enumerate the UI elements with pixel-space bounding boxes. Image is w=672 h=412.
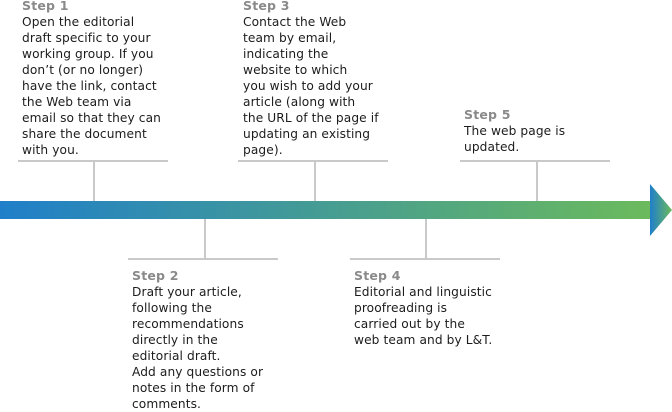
step-1-text: Open the editorial draft specific to you… [22,15,161,157]
step-5-title: Step 5 [464,107,511,122]
step-4-text: Editorial and linguistic proofreading is… [354,285,493,347]
step-2-title: Step 2 [132,268,179,283]
step-1: Step 1 Open the editorial draft specific… [22,0,182,158]
timeline-arrow-shaft [0,201,652,219]
step-3: Step 3 Contact the Web team by email, in… [243,0,413,158]
step-4-title: Step 4 [354,268,401,283]
step-3-title: Step 3 [243,0,290,13]
step-5: Step 5 The web page is updated. [464,107,614,155]
step-1-title: Step 1 [22,0,69,13]
step-4: Step 4 Editorial and linguistic proofrea… [354,268,524,348]
step-3-text: Contact the Web team by email, indicatin… [243,15,379,157]
timeline-arrow-head [650,184,672,236]
step-5-text: The web page is updated. [464,124,566,154]
step-2: Step 2 Draft your article, following the… [132,268,292,412]
step-2-text: Draft your article, following the recomm… [132,285,264,411]
